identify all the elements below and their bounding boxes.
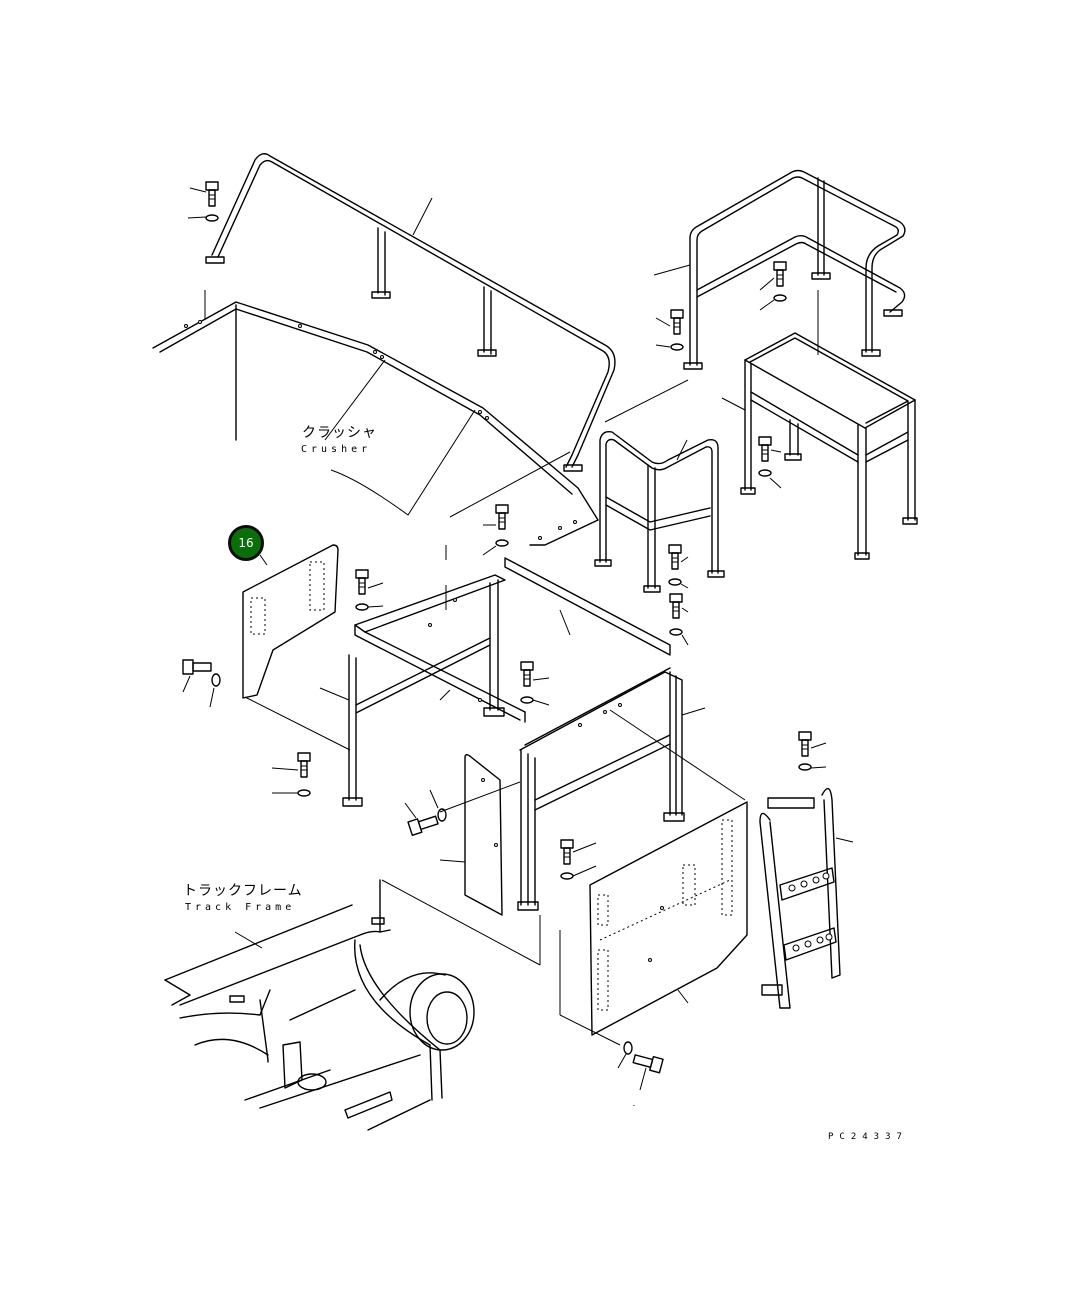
panel-left	[242, 544, 339, 699]
washer	[670, 343, 684, 351]
washer	[297, 789, 311, 797]
washer	[623, 1041, 633, 1055]
washer	[560, 872, 574, 880]
main-frame	[244, 545, 746, 966]
bolt	[520, 661, 534, 687]
panel-narrow	[439, 754, 541, 965]
washer	[773, 294, 787, 302]
washer	[798, 763, 812, 771]
washer	[437, 808, 447, 822]
bolt	[773, 261, 787, 287]
washer	[211, 673, 221, 687]
bolt	[670, 309, 684, 335]
washer	[668, 578, 682, 586]
washer	[669, 628, 683, 636]
handrail-left	[205, 153, 616, 472]
panel-right-lower	[559, 801, 748, 1046]
bolt	[668, 544, 682, 570]
bolt	[495, 504, 509, 530]
crusher-label-jp: クラッシャ	[302, 425, 377, 441]
crusher-outline	[152, 290, 689, 546]
bolt	[205, 181, 219, 207]
washer	[758, 469, 772, 477]
crusher-label-en: Crusher	[301, 444, 372, 455]
washer	[495, 539, 509, 547]
bolt	[632, 1054, 664, 1074]
bolt	[297, 752, 311, 778]
bolt	[669, 593, 683, 619]
handrail-middle	[594, 430, 725, 593]
track-frame-label-jp: トラックフレーム	[183, 883, 303, 899]
bolt	[407, 815, 439, 837]
bolt	[355, 569, 369, 595]
bolt	[560, 839, 574, 865]
bolt	[798, 731, 812, 757]
washer	[355, 603, 369, 611]
ladder	[759, 787, 854, 1009]
washer	[520, 696, 534, 704]
stand-right-upper	[721, 290, 918, 560]
fasteners	[182, 181, 827, 1106]
part-callout-16[interactable]: 16	[228, 525, 264, 561]
bolt	[182, 659, 212, 675]
bolt	[758, 436, 772, 462]
track-frame-label-en: Track Frame	[185, 902, 296, 913]
washer	[205, 214, 219, 222]
track-frame	[164, 879, 475, 1131]
drawing-number: PC24337	[828, 1132, 908, 1142]
handrail-right	[653, 169, 906, 370]
